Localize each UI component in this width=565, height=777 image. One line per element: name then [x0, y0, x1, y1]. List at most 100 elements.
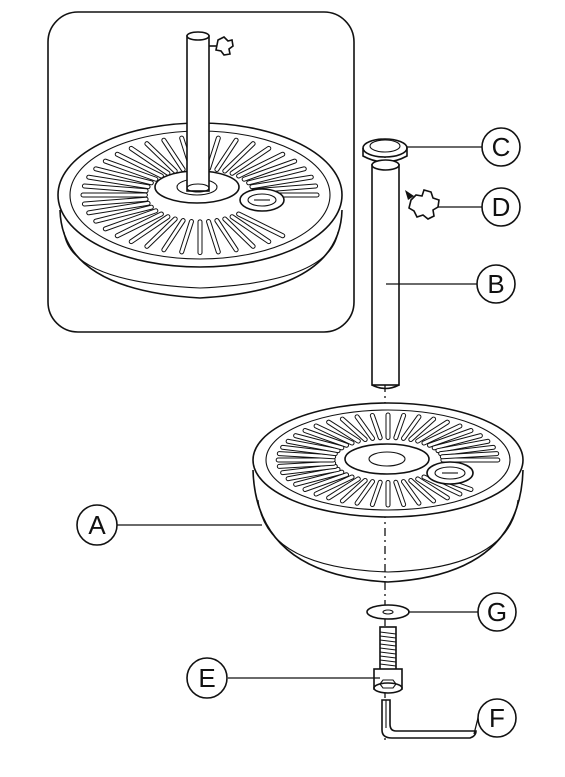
base-petal-inner — [87, 201, 150, 215]
base-petal-inner — [327, 420, 360, 443]
base-petal-inner — [439, 445, 495, 456]
base-petal-inner — [422, 475, 462, 496]
pole-tube — [371, 159, 400, 390]
base-petal-inner — [115, 212, 163, 238]
svg-text:C: C — [492, 132, 511, 162]
umbrella-base — [252, 402, 524, 583]
base-petal-inner — [277, 452, 336, 459]
base-petal-inner — [355, 480, 375, 505]
base-petal-inner — [440, 452, 499, 459]
callout-b: B — [476, 264, 516, 304]
base-petal-inner — [327, 477, 360, 500]
base-petal-inner — [230, 215, 271, 244]
base-petal-inner — [103, 209, 158, 231]
inset-knob — [209, 36, 234, 56]
washer — [366, 604, 410, 620]
base-petal-inner — [370, 413, 382, 440]
svg-text:A: A — [88, 510, 106, 540]
base-petal-inner — [82, 197, 148, 206]
bolt-thread — [379, 639, 397, 643]
base-petal-inner — [242, 159, 297, 181]
inset-pole — [186, 35, 210, 192]
base-petal-inner — [409, 417, 436, 442]
base-petal-inner — [215, 138, 238, 171]
bolt-thread — [379, 631, 397, 635]
base-petal-inner — [394, 480, 406, 507]
bolt-thread — [379, 663, 397, 667]
base-petal-inner — [237, 152, 285, 178]
base-petal-inner — [436, 439, 490, 453]
base-petal-inner — [416, 420, 449, 443]
callout-g: G — [477, 592, 517, 632]
leader-lines — [117, 146, 482, 735]
callout-a: A — [76, 504, 118, 546]
base-petal-inner — [294, 434, 344, 450]
bolt-thread — [379, 635, 397, 639]
collar-ring — [362, 138, 408, 163]
base-petal-inner — [355, 415, 375, 440]
base-petal-inner — [409, 478, 436, 503]
callout-f: F — [477, 698, 517, 738]
callout-e: E — [186, 657, 228, 699]
base-petal-inner — [162, 219, 185, 252]
base-petal-inner — [223, 217, 255, 248]
base-petal-inner — [281, 464, 337, 475]
base-petal-inner — [207, 220, 220, 254]
base-petal-inner — [230, 146, 271, 175]
base-petal-inner — [162, 138, 185, 171]
base-petal-inner — [294, 470, 344, 486]
base-petal-inner — [303, 429, 349, 447]
base-petal-inner — [286, 467, 340, 481]
svg-text:E: E — [198, 663, 215, 693]
base-petal-inner — [340, 478, 367, 503]
base-petal-inner — [427, 429, 473, 447]
bolt — [373, 626, 403, 694]
base-petal-inner — [237, 212, 285, 238]
base-petal-inner — [340, 417, 367, 442]
base-petal-inner — [94, 205, 153, 223]
base-petal-inner — [103, 159, 158, 181]
base-petal-inner — [215, 219, 238, 252]
bolt-thread — [379, 651, 397, 655]
allen-key — [381, 699, 477, 739]
base-petal-inner — [250, 175, 313, 189]
base-petal-inner — [247, 167, 306, 185]
base-petal-inner — [370, 480, 382, 507]
base-petal-inner — [207, 136, 220, 170]
base-petal-inner — [394, 413, 406, 440]
bolt-thread — [379, 643, 397, 647]
bolt-thread — [379, 659, 397, 663]
svg-text:B: B — [487, 269, 504, 299]
base-petal-inner — [145, 217, 177, 248]
base-petal-inner — [401, 415, 421, 440]
base-petal-inner — [82, 184, 148, 193]
base-petal-inner — [314, 424, 354, 445]
base-petal-inner — [314, 475, 354, 496]
svg-text:D: D — [492, 192, 511, 222]
base-petal-inner — [416, 477, 449, 500]
base-petal-inner — [87, 175, 150, 189]
base-petal-inner — [432, 434, 482, 450]
base-petal-inner — [129, 146, 170, 175]
base-petal-inner — [281, 445, 337, 456]
base-petal-inner — [94, 167, 153, 185]
inset-assembled-view — [47, 11, 355, 333]
callout-c: C — [481, 127, 521, 167]
svg-text:F: F — [489, 703, 505, 733]
base-petal-inner — [129, 215, 170, 244]
knob-screw — [405, 189, 440, 220]
base-petal-inner — [145, 142, 177, 173]
base-petal-inner — [223, 142, 255, 173]
callout-d: D — [481, 187, 521, 227]
base-petal-inner — [286, 439, 340, 453]
svg-text:G: G — [487, 597, 507, 627]
base-petal-inner — [180, 220, 193, 254]
bolt-thread — [379, 647, 397, 651]
base-petal-inner — [277, 461, 336, 468]
base-petal-inner — [303, 473, 349, 491]
base-petal-inner — [401, 480, 421, 505]
base-petal-inner — [422, 424, 462, 445]
base-petal-inner — [115, 152, 163, 178]
bolt-thread — [379, 655, 397, 659]
